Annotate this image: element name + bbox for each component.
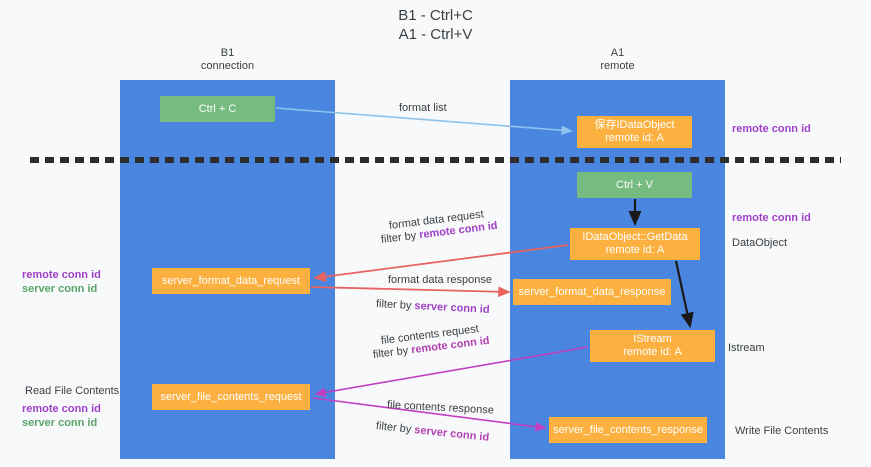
annotation-right-istream: Istream	[728, 342, 765, 354]
node-getdata-line1: IDataObject::GetData	[582, 231, 688, 243]
column-header-a1-name: A1	[610, 47, 625, 59]
column-header-a1-sub: remote	[600, 60, 635, 72]
edge-label-format-data-response: format data response	[388, 273, 492, 287]
node-server-format-data-response[interactable]: server_format_data_response	[513, 279, 671, 305]
annotation-left-server-conn-id-mid: server conn id	[22, 283, 98, 295]
node-server-format-data-request[interactable]: server_format_data_request	[152, 268, 310, 294]
column-header-a1: A1 remote	[510, 47, 725, 73]
annotation-right-write-file-contents: Write File Contents	[735, 425, 829, 437]
node-ctrl-v-label: Ctrl + V	[616, 178, 653, 191]
diagram-title-line1: B1 - Ctrl+C	[398, 7, 473, 24]
node-istream[interactable]: IStream remote id: A	[590, 330, 715, 362]
diagram-title: B1 - Ctrl+C A1 - Ctrl+V	[0, 6, 871, 44]
edge-label-format-data-response-text: format data response	[388, 274, 492, 286]
node-server-file-contents-request[interactable]: server_file_contents_request	[152, 384, 310, 410]
node-ctrl-c-label: Ctrl + C	[198, 102, 237, 115]
filter-prefix: filter by	[375, 420, 415, 436]
node-ctrl-v[interactable]: Ctrl + V	[577, 172, 692, 198]
edge-label-format-list-text: format list	[399, 102, 447, 114]
node-ctrl-c[interactable]: Ctrl + C	[160, 96, 275, 122]
edge-label-file-contents-response-filter: filter by server conn id	[375, 419, 490, 445]
edge-label-file-contents-response-text: file contents response	[386, 399, 495, 417]
node-istream-line2: remote id: A	[623, 346, 682, 358]
filter-prefix: filter by	[372, 344, 412, 361]
column-header-b1-name: B1	[220, 47, 235, 59]
edge-label-file-contents-response: file contents response	[387, 398, 495, 418]
phase-divider	[30, 157, 841, 163]
node-server-format-data-response-label: server_format_data_response	[518, 285, 666, 298]
node-server-file-contents-response[interactable]: server_file_contents_response	[549, 417, 707, 443]
annotation-right-dataobject: DataObject	[732, 237, 788, 249]
edge-label-format-data-response-filter: filter by server conn id	[376, 297, 490, 317]
node-istream-line1: IStream	[633, 333, 672, 345]
node-getdata-line2: remote id: A	[605, 244, 665, 256]
filter-prefix: filter by	[375, 298, 415, 313]
edge-label-format-list: format list	[399, 101, 447, 115]
annotation-left-server-conn-id-bottom: server conn id	[22, 417, 98, 429]
node-idataobject-getdata[interactable]: IDataObject::GetData remote id: A	[570, 228, 700, 260]
node-server-format-data-request-label: server_format_data_request	[161, 274, 301, 287]
column-header-b1: B1 connection	[120, 47, 335, 73]
filter-prefix: filter by	[380, 229, 420, 246]
filter-key-server-conn-id: server conn id	[414, 300, 490, 316]
annotation-right-remote-conn-id-mid: remote conn id	[732, 212, 811, 224]
annotation-left-read-file-contents: Read File Contents	[25, 385, 120, 397]
annotation-right-remote-conn-id-top: remote conn id	[732, 123, 811, 135]
node-server-file-contents-response-label: server_file_contents_response	[553, 423, 703, 436]
node-server-file-contents-request-label: server_file_contents_request	[160, 390, 302, 403]
node-idataobject-line1: 保存IDataObject	[594, 119, 675, 131]
arrow-format-data-response	[310, 286, 511, 298]
node-idataobject-line2: remote id: A	[605, 132, 664, 144]
column-header-b1-sub: connection	[200, 60, 255, 72]
filter-key-server-conn-id: server conn id	[413, 424, 490, 444]
node-idataobject[interactable]: 保存IDataObject remote id: A	[577, 116, 692, 148]
diagram-title-line2: A1 - Ctrl+V	[398, 26, 473, 43]
annotation-left-remote-conn-id-bottom: remote conn id	[22, 403, 101, 415]
annotation-left-remote-conn-id-mid: remote conn id	[22, 269, 101, 281]
